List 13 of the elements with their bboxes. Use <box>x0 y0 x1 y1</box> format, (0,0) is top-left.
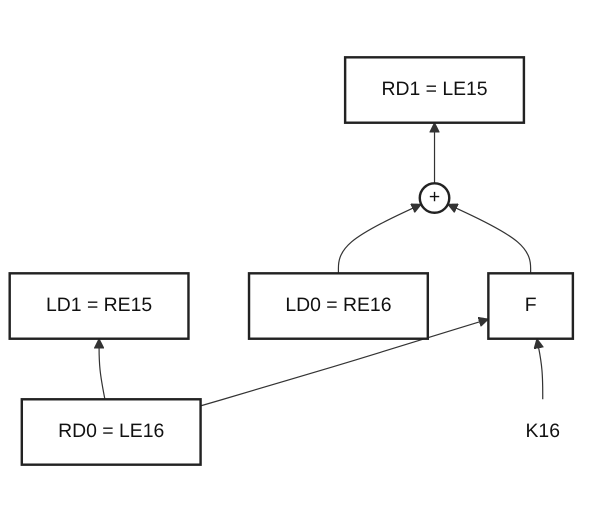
arrow <box>338 204 422 274</box>
node-circle: + <box>418 182 450 214</box>
node-box: RD1 = LE15 <box>344 56 526 124</box>
arrow <box>200 316 489 406</box>
node-text: K16 <box>525 421 560 442</box>
arrow <box>534 338 544 400</box>
arrow <box>429 122 440 184</box>
node-box: LD1 = RE15 <box>8 272 190 340</box>
arrow <box>447 204 532 274</box>
node-box: RD0 = LE16 <box>20 398 202 466</box>
node-box: F <box>487 272 574 340</box>
arrow <box>94 338 106 400</box>
node-box: LD0 = RE16 <box>248 272 430 340</box>
